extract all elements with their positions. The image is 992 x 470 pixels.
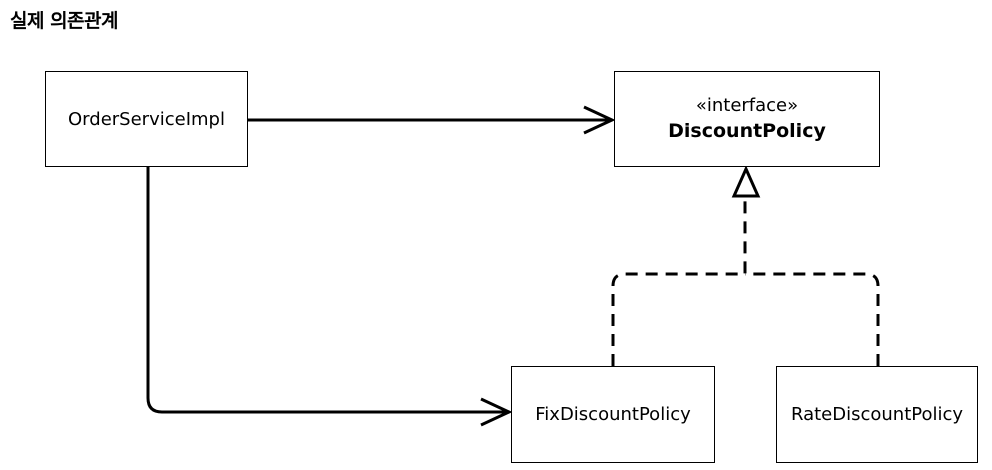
open-arrowhead-discountpolicy [583, 105, 616, 135]
realization-triangle-head [731, 165, 761, 198]
order-service-impl-box: OrderServiceImpl [45, 71, 248, 167]
discount-policy-label: DiscountPolicy [668, 120, 826, 142]
rate-discount-policy-box: RateDiscountPolicy [776, 366, 978, 463]
realization-line-fix [611, 196, 747, 366]
open-arrowhead-fixdiscountpolicy [480, 397, 513, 427]
page-title: 실제 의존관계 [10, 10, 119, 32]
interface-stereotype-label: «interface» [695, 95, 799, 116]
order-service-impl-label: OrderServiceImpl [68, 108, 225, 130]
fix-discount-policy-label: FixDiscountPolicy [535, 404, 691, 425]
rate-discount-policy-label: RateDiscountPolicy [790, 404, 964, 425]
dependency-arrow-order-to-fixdiscountpolicy [146, 167, 509, 414]
fix-discount-policy-box: FixDiscountPolicy [511, 366, 715, 463]
realization-line-rate [745, 272, 880, 366]
discount-policy-interface-box: «interface» DiscountPolicy [614, 71, 880, 167]
